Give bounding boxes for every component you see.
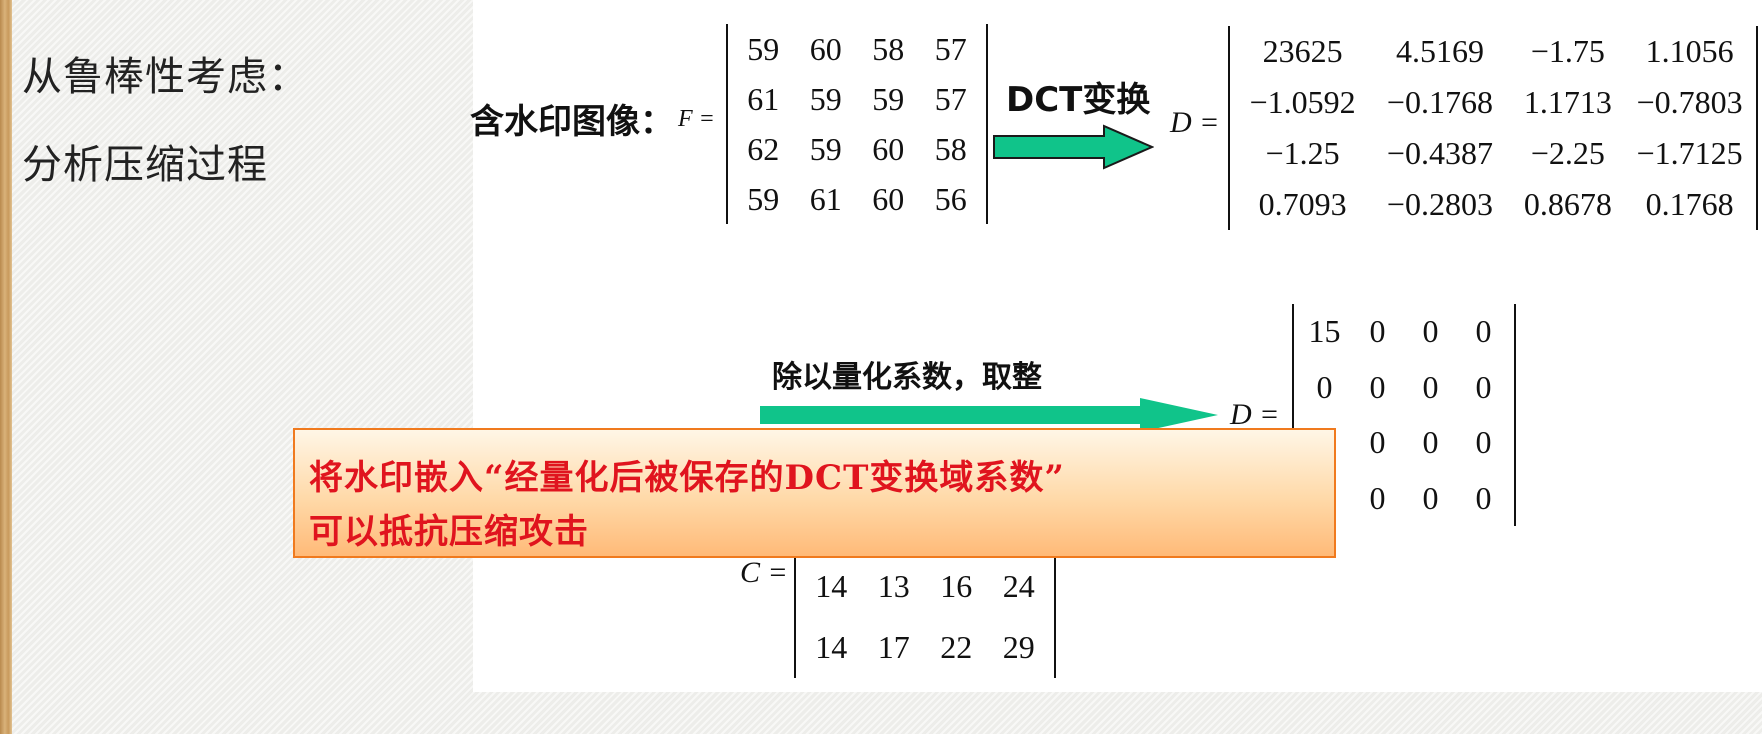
matrix-cell: 0 bbox=[1369, 424, 1386, 461]
matrix-cell: 62 bbox=[747, 130, 780, 167]
var-f: F = bbox=[678, 106, 715, 132]
matrix-cell: 1.1056 bbox=[1645, 33, 1734, 69]
quantize-label: 除以量化系数，取整 bbox=[772, 360, 1042, 395]
matrix-cell: 29 bbox=[1002, 629, 1035, 665]
matrix-cell: 56 bbox=[934, 180, 967, 217]
matrix-cell: 60 bbox=[872, 180, 905, 217]
var-d-top: D = bbox=[1170, 106, 1220, 139]
side-heading-compression: 分析压缩过程 bbox=[22, 142, 268, 188]
matrix-cell: 57 bbox=[934, 80, 967, 117]
matrix-f: 59 60 58 57 61 59 59 57 62 59 60 58 59 61 60 56 bbox=[726, 24, 988, 224]
conclusion-callout: 将水印嵌入“经量化后被保存的DCT变换域系数” 可以抵抗压缩攻击 bbox=[293, 428, 1336, 558]
content-panel bbox=[473, 0, 1762, 692]
matrix-cell: −2.25 bbox=[1530, 135, 1605, 171]
matrix-cell: 13 bbox=[877, 568, 910, 604]
matrix-cell: 60 bbox=[809, 30, 842, 67]
matrix-cell: 24 bbox=[1002, 568, 1035, 604]
matrix-cell: 0 bbox=[1475, 479, 1492, 516]
matrix-cell: 23625 bbox=[1262, 33, 1343, 69]
matrix-cell: 58 bbox=[934, 130, 967, 167]
matrix-cell: 0 bbox=[1422, 479, 1439, 516]
matrix-cell: 0 bbox=[1369, 313, 1386, 350]
matrix-cell: 0 bbox=[1369, 479, 1386, 516]
matrix-cell: 22 bbox=[940, 629, 973, 665]
matrix-cell: 61 bbox=[809, 180, 842, 217]
matrix-cell: 1.1713 bbox=[1523, 84, 1612, 120]
matrix-cell: −1.25 bbox=[1265, 135, 1340, 171]
matrix-cell: −0.7803 bbox=[1636, 84, 1743, 120]
watermarked-image-label: 含水印图像： bbox=[470, 102, 674, 142]
matrix-cell: 0 bbox=[1316, 368, 1333, 405]
matrix-cell: 58 bbox=[872, 30, 905, 67]
matrix-cell: −1.0592 bbox=[1249, 84, 1356, 120]
matrix-cell: 59 bbox=[872, 80, 905, 117]
matrix-cell: 61 bbox=[747, 80, 780, 117]
matrix-cell: 0.8678 bbox=[1523, 186, 1612, 222]
matrix-cell: −0.2803 bbox=[1386, 186, 1493, 222]
matrix-cell: −1.7125 bbox=[1636, 135, 1743, 171]
matrix-d-dct: 23625 4.5169 −1.75 1.1056 −1.0592 −0.1768 1.17… bbox=[1228, 26, 1758, 230]
matrix-cell: 0 bbox=[1369, 368, 1386, 405]
matrix-cell: 15 bbox=[1308, 313, 1341, 350]
matrix-cell: 0 bbox=[1475, 424, 1492, 461]
var-c: C = bbox=[740, 556, 788, 589]
matrix-cell: 14 bbox=[815, 568, 848, 604]
matrix-c-quantization: 14 13 16 24 14 17 22 29 bbox=[794, 556, 1056, 678]
var-d-quantized: D = bbox=[1230, 398, 1280, 431]
matrix-cell: 14 bbox=[815, 629, 848, 665]
matrix-cell: 0 bbox=[1422, 313, 1439, 350]
callout-line-2: 可以抵抗压缩攻击 bbox=[309, 512, 589, 552]
matrix-cell: 59 bbox=[747, 180, 780, 217]
matrix-cell: 0 bbox=[1475, 313, 1492, 350]
matrix-cell: 17 bbox=[877, 629, 910, 665]
wood-frame-edge bbox=[0, 0, 12, 734]
dct-transform-label: DCT变换 bbox=[1006, 80, 1151, 120]
quantize-arrow bbox=[760, 398, 1218, 432]
callout-line-1: 将水印嵌入“经量化后被保存的DCT变换域系数” bbox=[309, 458, 1065, 498]
dct-arrow bbox=[993, 124, 1154, 170]
matrix-cell: −1.75 bbox=[1530, 33, 1605, 69]
matrix-cell: 0.1768 bbox=[1645, 186, 1734, 222]
matrix-cell: 59 bbox=[747, 30, 780, 67]
matrix-cell: 60 bbox=[872, 130, 905, 167]
matrix-cell: 59 bbox=[809, 130, 842, 167]
side-heading-robustness: 从鲁棒性考虑： bbox=[22, 54, 309, 100]
matrix-cell: 57 bbox=[934, 30, 967, 67]
matrix-cell: 0.7093 bbox=[1258, 186, 1347, 222]
matrix-cell: 4.5169 bbox=[1395, 33, 1484, 69]
matrix-cell: −0.1768 bbox=[1386, 84, 1493, 120]
matrix-cell: 0 bbox=[1422, 424, 1439, 461]
matrix-cell: 59 bbox=[809, 80, 842, 117]
matrix-cell: 0 bbox=[1422, 368, 1439, 405]
matrix-cell: −0.4387 bbox=[1386, 135, 1493, 171]
matrix-cell: 16 bbox=[940, 568, 973, 604]
matrix-cell: 0 bbox=[1475, 368, 1492, 405]
